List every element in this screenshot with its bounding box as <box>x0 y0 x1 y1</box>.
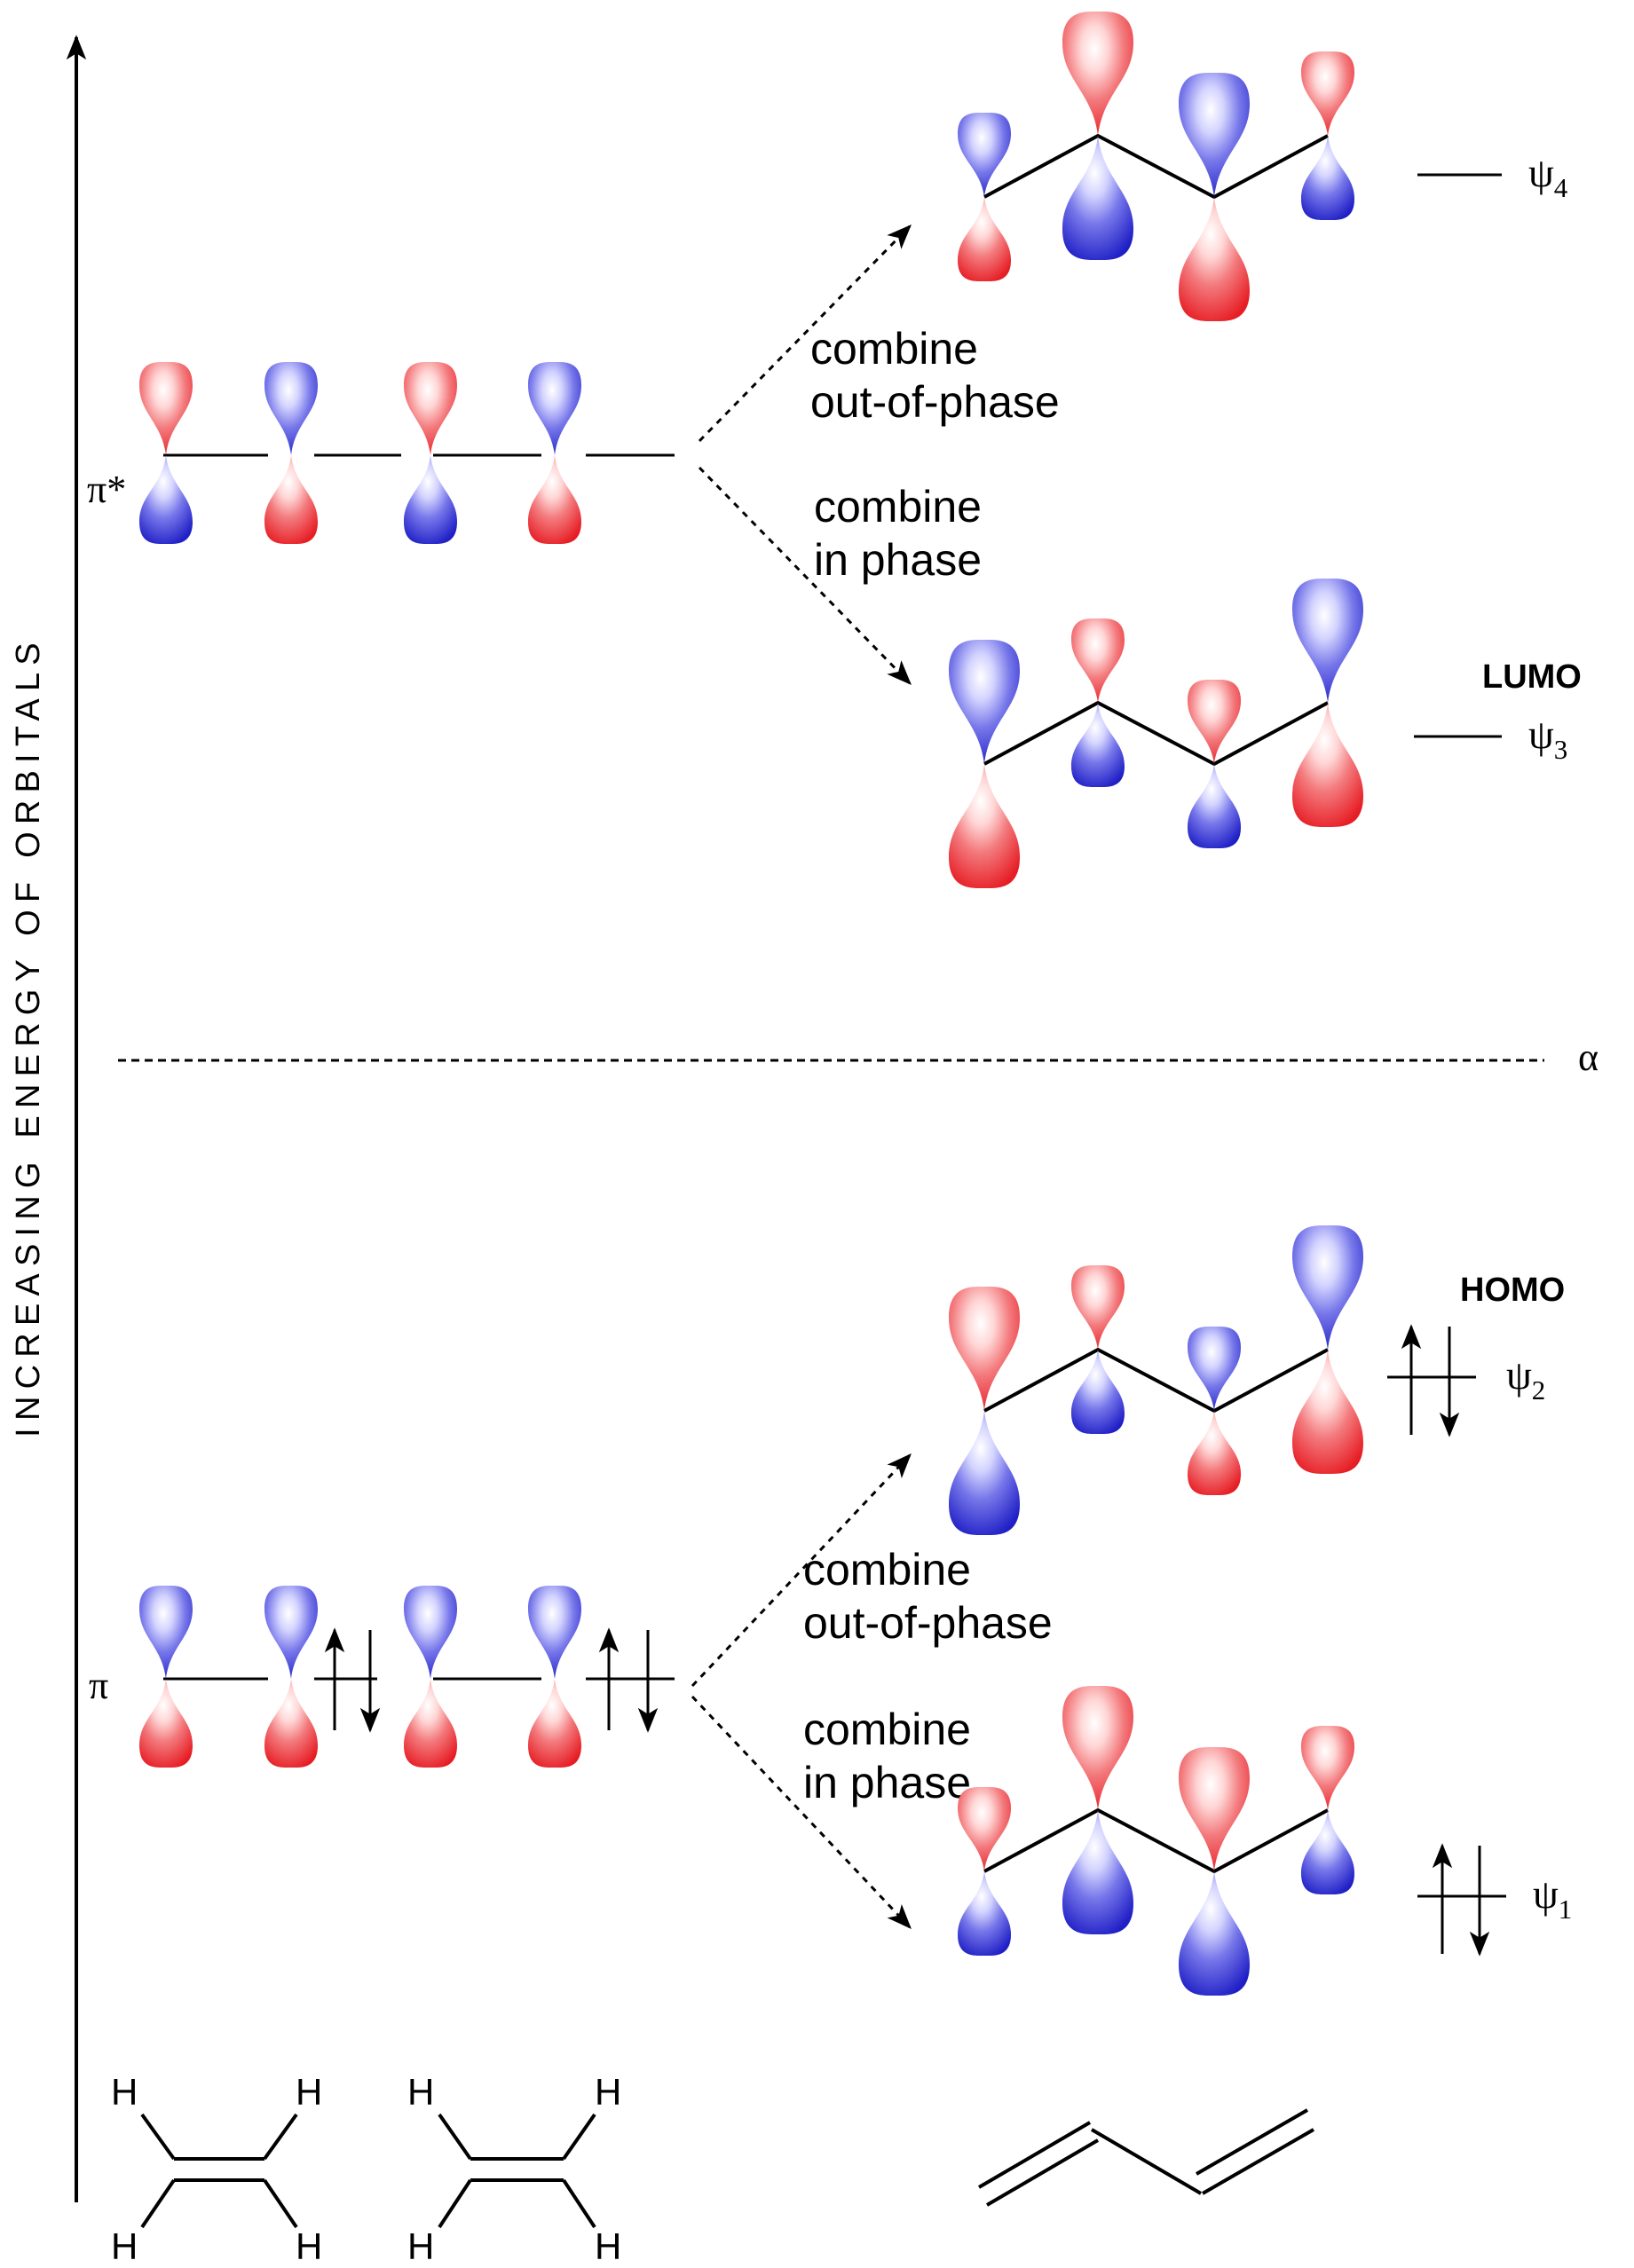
psi3-level: LUMO ψ3 <box>1414 658 1582 765</box>
psi2-level: HOMO ψ2 <box>1387 1272 1565 1437</box>
red-orbital-lobe <box>1062 11 1133 137</box>
svg-text:H: H <box>407 2071 434 2113</box>
blue-orbital-lobe <box>949 639 1020 764</box>
blue-orbital-lobe <box>1301 136 1354 221</box>
red-orbital-lobe <box>528 1679 581 1768</box>
butadiene-structure <box>977 2108 1314 2207</box>
blue-orbital-lobe <box>958 112 1011 197</box>
svg-text:H: H <box>595 2225 621 2267</box>
psi1-level: ψ1 <box>1417 1843 1572 1957</box>
ethene-pi-star-orbitals: π* <box>87 361 675 545</box>
ethene-structure-2 <box>438 2113 596 2229</box>
red-orbital-lobe <box>139 1679 193 1768</box>
blue-orbital-lobe <box>1188 1326 1241 1411</box>
blue-orbital-lobe <box>1292 1225 1363 1350</box>
red-orbital-lobe <box>1062 1685 1133 1810</box>
ethene-pi-orbitals: π <box>89 1585 675 1768</box>
red-orbital-lobe <box>949 764 1020 889</box>
blue-orbital-lobe <box>1179 1871 1250 1996</box>
svg-text:H: H <box>407 2225 434 2267</box>
blue-orbital-lobe <box>1301 1810 1354 1895</box>
red-orbital-lobe <box>1188 679 1241 764</box>
red-orbital-lobe <box>404 361 457 455</box>
pi-label: π <box>89 1664 108 1707</box>
blue-orbital-lobe <box>1292 578 1363 703</box>
svg-text:H: H <box>296 2225 322 2267</box>
reaction-arrow-icon <box>691 1695 912 1930</box>
psi4-orbital <box>958 11 1354 322</box>
blue-orbital-lobe <box>1188 764 1241 849</box>
ethene-structure-1 <box>140 2113 298 2229</box>
red-orbital-lobe <box>404 1679 457 1768</box>
svg-text:H: H <box>296 2071 322 2113</box>
blue-orbital-lobe <box>958 1871 1011 1957</box>
blue-orbital-lobe <box>264 361 318 455</box>
blue-orbital-lobe <box>139 455 193 545</box>
homo-label: HOMO <box>1460 1272 1565 1309</box>
red-orbital-lobe <box>1292 703 1363 828</box>
upper-out-of-phase-label: combine out-of-phase <box>810 324 1060 427</box>
red-orbital-lobe <box>1179 1746 1250 1871</box>
reaction-arrow-icon <box>698 466 912 686</box>
pi-star-label: π* <box>87 468 126 511</box>
red-orbital-lobe <box>1301 51 1354 136</box>
svg-text:ψ2: ψ2 <box>1506 1352 1545 1406</box>
blue-orbital-lobe <box>404 1585 457 1679</box>
blue-orbital-lobe <box>139 1585 193 1679</box>
blue-orbital-lobe <box>1071 1350 1125 1435</box>
svg-text:H: H <box>111 2225 138 2267</box>
red-orbital-lobe <box>1071 618 1125 703</box>
red-orbital-lobe <box>1301 1725 1354 1810</box>
blue-orbital-lobe <box>404 455 457 545</box>
upper-in-phase-label: combine in phase <box>814 482 994 585</box>
psi3-orbital <box>949 578 1363 889</box>
combination-arrows <box>691 224 912 1930</box>
energy-axis-label: INCREASING ENERGY OF ORBITALS <box>10 635 47 1437</box>
red-orbital-lobe <box>958 197 1011 282</box>
hydrogen-labels: H H H H H H H H <box>111 2071 621 2267</box>
red-orbital-lobe <box>528 455 581 545</box>
psi2-orbital <box>949 1225 1363 1536</box>
lumo-label: LUMO <box>1482 658 1582 696</box>
svg-text:ψ1: ψ1 <box>1533 1871 1572 1925</box>
red-orbital-lobe <box>264 1679 318 1768</box>
svg-text:H: H <box>111 2071 138 2113</box>
blue-orbital-lobe <box>1071 703 1125 788</box>
blue-orbital-lobe <box>528 361 581 455</box>
red-orbital-lobe <box>139 361 193 455</box>
red-orbital-lobe <box>958 1786 1011 1871</box>
reaction-arrow-icon <box>698 224 912 443</box>
red-orbital-lobe <box>1292 1350 1363 1475</box>
alpha-label: α <box>1578 1036 1598 1079</box>
red-orbital-lobe <box>1179 197 1250 322</box>
blue-orbital-lobe <box>1062 136 1133 261</box>
svg-text:H: H <box>595 2071 621 2113</box>
blue-orbital-lobe <box>264 1585 318 1679</box>
svg-text:ψ4: ψ4 <box>1528 150 1568 203</box>
blue-orbital-lobe <box>949 1411 1020 1536</box>
lower-out-of-phase-label: combine out-of-phase <box>803 1545 1053 1648</box>
blue-orbital-lobe <box>1179 72 1250 198</box>
reaction-arrow-icon <box>691 1453 912 1688</box>
red-orbital-lobe <box>1071 1264 1125 1350</box>
svg-text:ψ3: ψ3 <box>1528 712 1567 765</box>
red-orbital-lobe <box>949 1286 1020 1411</box>
red-orbital-lobe <box>264 455 318 545</box>
blue-orbital-lobe <box>528 1585 581 1679</box>
psi1-orbital <box>958 1685 1354 1996</box>
red-orbital-lobe <box>1188 1411 1241 1496</box>
lower-in-phase-label: combine in phase <box>803 1705 983 1807</box>
blue-orbital-lobe <box>1062 1810 1133 1935</box>
psi4-level: ψ4 <box>1417 150 1568 203</box>
